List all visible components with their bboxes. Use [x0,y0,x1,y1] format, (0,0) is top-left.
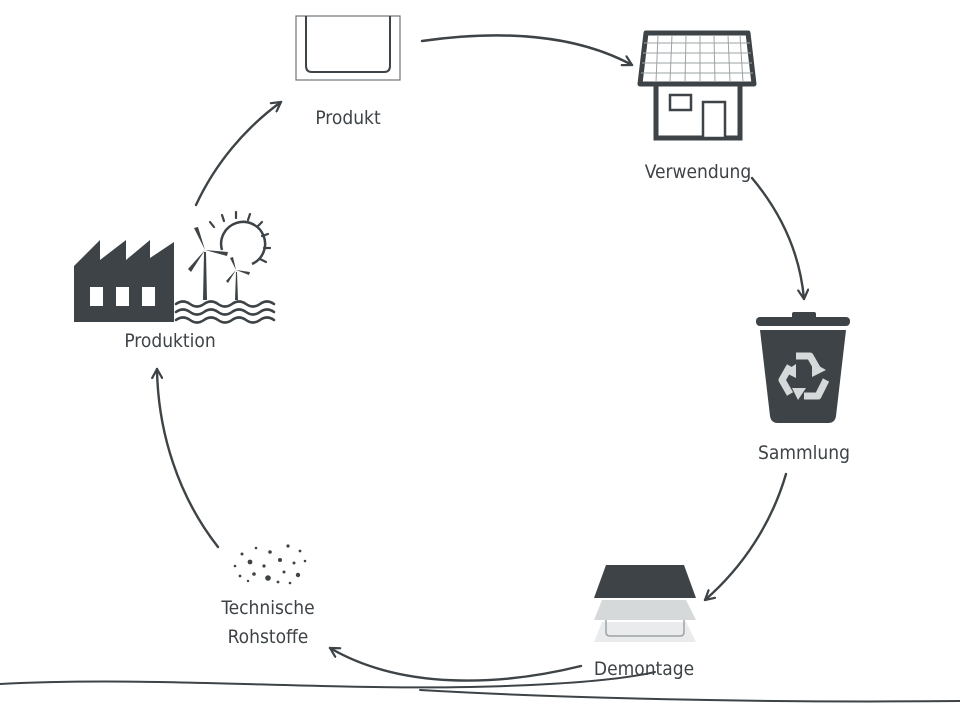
water-waves-icon [174,300,276,324]
recycling-bin-icon [756,312,850,423]
wind-turbine-icon [188,227,250,300]
factory-and-wind-turbines-icon [74,210,276,324]
disassembled-layers-icon [594,565,696,642]
product-tray-icon [295,15,401,81]
factory-icon [74,240,174,322]
arrow-rohstoffe-to-produktion [157,367,220,549]
ground-line-right [419,689,960,703]
stage-label-produktion: Produktion [124,330,215,352]
sun-icon [208,210,272,266]
stage-label-verwendung: Verwendung [645,161,751,183]
stage-label-rohstoffe-line1: Technische [220,597,314,619]
house-with-solar-roof-icon [637,30,757,141]
stage-label-rohstoffe-line2: Rohstoffe [228,626,309,648]
arrow-verwendung-to-sammlung [750,176,804,301]
arrow-demontage-to-rohstoffe [328,646,583,682]
cycle-arrows [157,34,804,682]
ground-lines [0,671,960,703]
ground-line-left [0,671,656,689]
stage-label-demontage: Demontage [594,658,694,680]
solar-panel-grid [641,34,753,83]
arrow-produktion-to-produkt [194,100,283,207]
stage-label-produkt: Produkt [315,107,381,129]
arrow-produkt-to-verwendung [420,34,634,67]
stage-label-sammlung: Sammlung [758,442,850,464]
raw-material-particles-icon [233,544,307,585]
arrow-sammlung-to-demontage [703,472,788,602]
